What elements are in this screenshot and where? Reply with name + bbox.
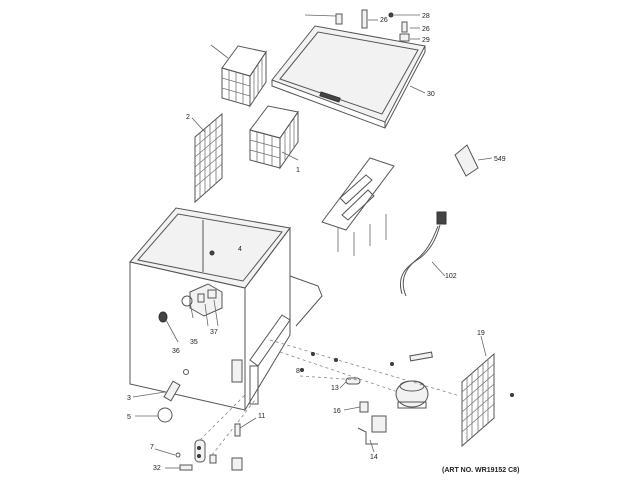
condenser-grid-part [461,335,514,448]
callout-7: 7 [150,444,154,451]
callout-36: 36 [172,348,180,355]
label-part [454,144,493,177]
callout-29: 29 [422,37,430,44]
art-number: (ART NO. WR19152 C8) [442,467,519,474]
thermostat-control-parts [181,250,223,327]
callout-28: 28 [422,13,430,20]
freezer-cabinet-part [129,207,291,412]
callout-26-lower: 26 [422,26,430,33]
lower-basket-part [249,105,299,170]
foot-parts [132,369,189,423]
callout-35: 35 [190,339,198,346]
lid-part [271,25,426,129]
lower-hinge-parts [154,394,257,471]
callout-549: 549 [494,156,506,163]
callout-32: 32 [153,465,161,472]
callout-8: 8 [296,368,300,375]
divider-grid-part [191,112,223,204]
callout-14: 14 [370,454,378,461]
callout-16: 16 [333,408,341,415]
callout-1: 1 [296,167,300,174]
callout-26-upper: 26 [380,17,388,24]
knob-part [158,311,179,343]
callout-2: 2 [186,114,190,121]
callout-5: 5 [127,414,131,421]
callout-30: 30 [427,91,435,98]
upper-basket-part [210,44,267,108]
lid-hinge-parts [304,9,410,42]
callout-37: 37 [210,329,218,336]
callout-19: 19 [477,330,485,337]
capillary-tube-part [289,275,323,327]
callout-4: 4 [238,246,242,253]
callout-13: 13 [331,385,339,392]
compressor-parts [269,339,461,453]
mounting-bracket-part [321,157,395,256]
power-cord-part [400,211,447,297]
callout-11: 11 [258,413,265,420]
callout-3: 3 [127,395,131,402]
callout-102: 102 [445,273,457,280]
